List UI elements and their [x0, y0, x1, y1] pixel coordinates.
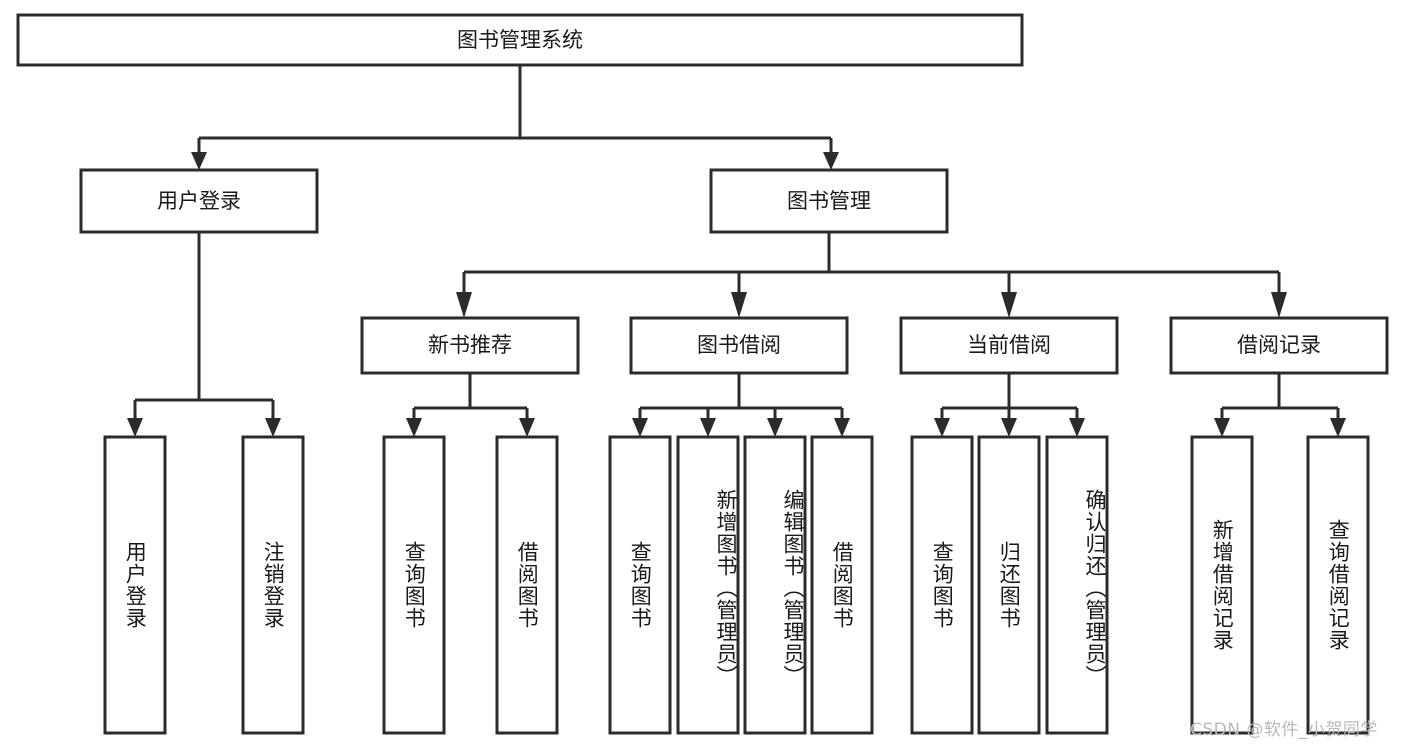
- arrow-userlogin-leaf-2: [265, 418, 281, 437]
- node-book-borrow-box[interactable]: [629, 316, 849, 375]
- leaf-box-new-book-2[interactable]: [495, 435, 559, 735]
- arrow-to-user-login: [191, 152, 207, 170]
- arrow-to-new-book: [456, 292, 472, 318]
- node-book-borrow[interactable]: 图书借阅: [629, 316, 849, 375]
- node-user-login[interactable]: 用户登录: [79, 168, 319, 234]
- leaf-box-book-borrow-4[interactable]: [810, 435, 874, 735]
- arrow-currentborrow-leaf-1: [934, 418, 950, 437]
- arrow-borrowrecord-leaf-2: [1330, 418, 1346, 437]
- arrow-bookborrow-leaf-4: [834, 418, 850, 437]
- leaf-box-user-login-1[interactable]: [103, 435, 167, 735]
- node-user-login-label: 用户登录: [157, 189, 241, 213]
- node-current-borrow-box[interactable]: [899, 316, 1119, 375]
- arrow-to-book-borrow: [731, 292, 747, 318]
- leaf-box-book-borrow-3[interactable]: [743, 435, 807, 735]
- node-new-book-recommend-box[interactable]: [360, 316, 580, 375]
- leaf-box-current-borrow-1[interactable]: [910, 435, 974, 735]
- node-book-manage-label: 图书管理: [787, 189, 871, 213]
- node-root[interactable]: 图书管理系统: [16, 13, 1024, 67]
- leaf-box-book-borrow-1[interactable]: [608, 435, 672, 735]
- leaf-box-new-book-1[interactable]: [382, 435, 446, 735]
- arrow-newbook-leaf-2: [519, 418, 535, 437]
- arrow-bookborrow-leaf-3: [767, 418, 783, 437]
- node-borrow-record[interactable]: 借阅记录: [1169, 316, 1389, 375]
- leaf-box-borrow-record-2[interactable]: [1306, 435, 1370, 735]
- node-new-book-recommend[interactable]: 新书推荐: [360, 316, 580, 375]
- node-current-borrow[interactable]: 当前借阅: [899, 316, 1119, 375]
- node-book-manage-box[interactable]: [709, 168, 949, 234]
- leaf-box-current-borrow-2[interactable]: [977, 435, 1041, 735]
- arrow-to-book-manage: [823, 152, 839, 170]
- node-borrow-record-box[interactable]: [1169, 316, 1389, 375]
- node-new-book-recommend-label: 新书推荐: [428, 333, 512, 357]
- arrow-bookborrow-leaf-2: [700, 418, 716, 437]
- leaf-box-borrow-record-1[interactable]: [1190, 435, 1254, 735]
- arrow-currentborrow-leaf-3: [1069, 418, 1085, 437]
- node-book-borrow-label: 图书借阅: [697, 333, 781, 357]
- node-book-manage[interactable]: 图书管理: [709, 168, 949, 234]
- leaf-box-current-borrow-3[interactable]: [1045, 435, 1109, 735]
- leaf-box-book-borrow-2[interactable]: [676, 435, 740, 735]
- arrow-currentborrow-leaf-2: [1001, 418, 1017, 437]
- node-user-login-box[interactable]: [79, 168, 319, 234]
- node-borrow-record-label: 借阅记录: [1237, 333, 1321, 357]
- arrow-borrowrecord-leaf-1: [1214, 418, 1230, 437]
- leaf-box-user-login-2[interactable]: [241, 435, 305, 735]
- node-root-label: 图书管理系统: [457, 28, 583, 52]
- arrow-bookborrow-leaf-1: [632, 418, 648, 437]
- arrow-newbook-leaf-1: [406, 418, 422, 437]
- csdn-watermark: CSDN @软件_小贺同学: [1190, 720, 1378, 740]
- node-current-borrow-label: 当前借阅: [967, 333, 1051, 357]
- arrow-to-borrow-record: [1271, 292, 1287, 318]
- arrow-userlogin-leaf-1: [127, 418, 143, 437]
- connector-group: [127, 65, 1346, 437]
- arrow-to-current-borrow: [1001, 292, 1017, 318]
- node-root-box[interactable]: [16, 13, 1024, 67]
